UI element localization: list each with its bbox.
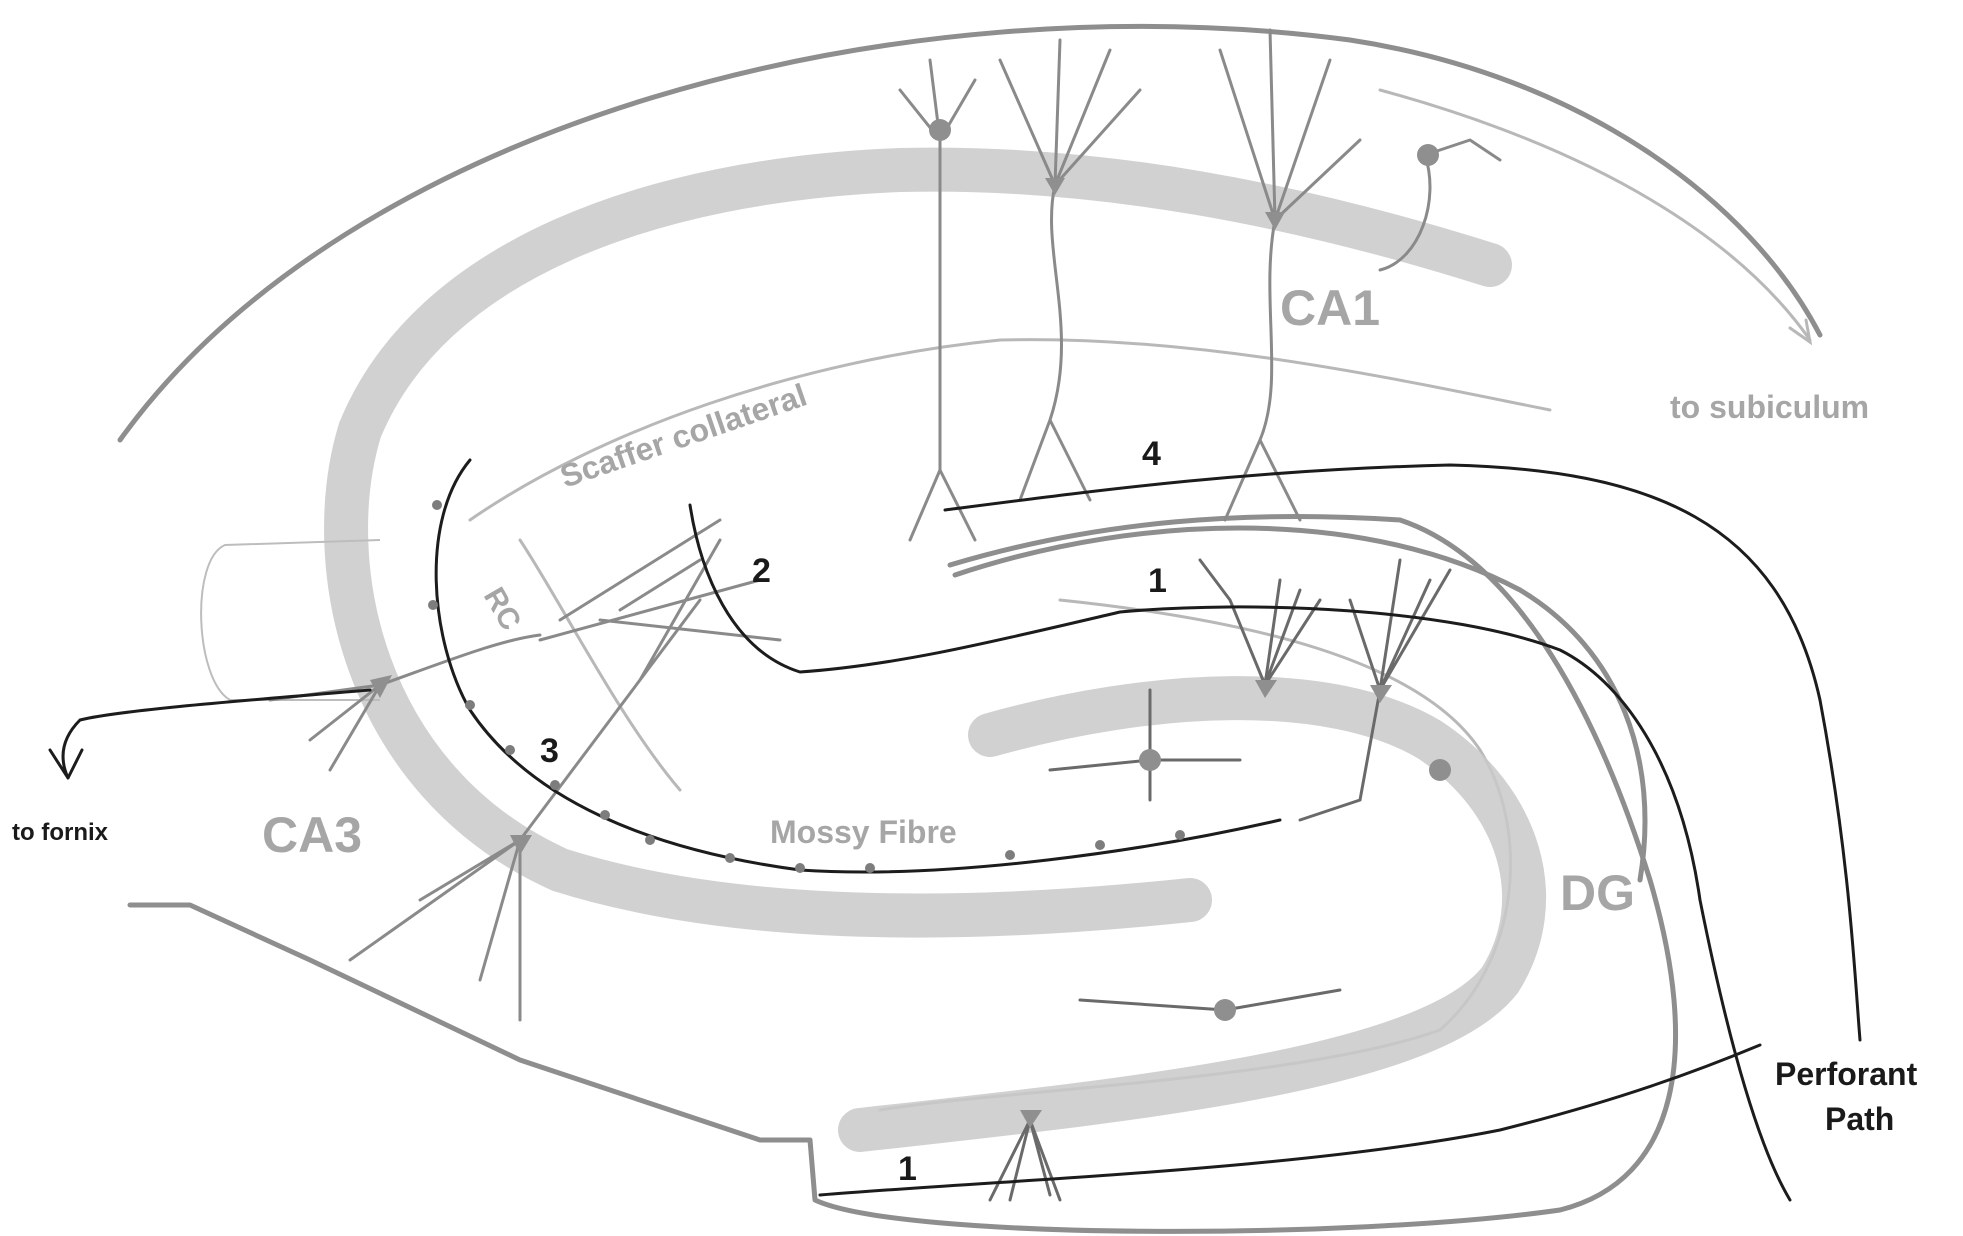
pathway-number-3: 3 xyxy=(540,732,559,770)
perforant-path-label-line2: Path xyxy=(1825,1101,1894,1137)
ca1-interneuron-soma xyxy=(929,119,951,141)
pathway-number-4: 4 xyxy=(1142,435,1161,473)
scaffer-collateral-label: Scaffer collateral xyxy=(556,377,812,495)
dg-label: DG xyxy=(1560,865,1635,921)
pathway-number-1-bottom: 1 xyxy=(898,1150,917,1188)
fornix-arrow xyxy=(50,690,370,778)
pathway-number-1-top: 1 xyxy=(1148,562,1167,600)
ca1-pyramidal-neurons xyxy=(900,30,1500,540)
stratum-radiatum-line xyxy=(470,340,1550,520)
ca1-soma-2 xyxy=(1417,144,1439,166)
dg-basket-cell-soma xyxy=(1139,749,1161,771)
perforant-path-fibre-4 xyxy=(945,465,1860,1040)
dg-polymorph-soma xyxy=(1214,999,1236,1021)
subiculum-arrow xyxy=(1380,90,1810,342)
pathway-number-2: 2 xyxy=(752,552,771,590)
rc-label: RC xyxy=(477,582,527,636)
to-fornix-label: to fornix xyxy=(12,819,109,846)
ca3-label: CA3 xyxy=(262,807,362,863)
perforant-path-label-line1: Perforant xyxy=(1775,1056,1918,1092)
ca1-label: CA1 xyxy=(1280,280,1380,336)
mossy-fibre-label: Mossy Fibre xyxy=(770,814,957,850)
dg-hilar-cell-soma xyxy=(1429,759,1451,781)
to-subiculum-label: to subiculum xyxy=(1670,389,1869,425)
